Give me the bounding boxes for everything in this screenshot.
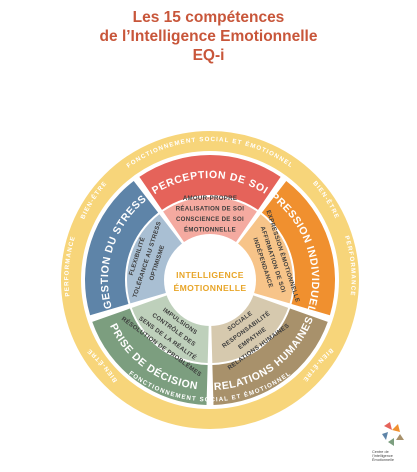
- sector-perception-inner: [163, 196, 257, 244]
- sector-decision-outer: [92, 308, 208, 405]
- sector-relations-outer: [212, 308, 328, 405]
- logo-line-1: Centre de: [372, 450, 389, 454]
- skill-label: CONSCIENCE DE SOI: [176, 216, 244, 223]
- outer-ring: [61, 131, 359, 429]
- sector-stress-inner: [126, 214, 184, 304]
- sector-expression-inner: [236, 214, 293, 304]
- title-line-1: Les 15 compétences: [132, 9, 285, 26]
- sector-relations-inner: [211, 294, 289, 363]
- sector-perception-outer: [139, 155, 281, 210]
- sector-stress-outer: [85, 180, 159, 316]
- center-label-line-2: ÉMOTIONNELLE: [173, 283, 246, 293]
- sector-decision-inner: [131, 294, 209, 363]
- title-line-3: EQ-i: [192, 47, 225, 64]
- skill-label: AMOUR-PROPRE: [183, 195, 237, 202]
- skills-perception: AMOUR-PROPRE RÉALISATION DE SOI CONSCIENCE…: [176, 195, 245, 234]
- center-circle: [164, 234, 256, 326]
- skill-label: ÉMOTIONNELLE: [184, 225, 236, 233]
- center-label-line-1: INTELLIGENCE: [176, 270, 244, 280]
- title-line-2: de l’Intelligence Emotionnelle: [99, 28, 318, 45]
- logo-line-3: Émotionnelle: [372, 458, 394, 463]
- composite-sectors: PERCEPTION DE SOIAMOUR-PROPRERÉALISATION…: [85, 155, 335, 405]
- centre-ie-logo-icon: [382, 422, 404, 446]
- skill-label: RÉALISATION DE SOI: [176, 204, 245, 212]
- page-title: Les 15 compétences de l’Intelligence Emo…: [0, 8, 417, 65]
- logo-line-2: l’Intelligence: [372, 454, 393, 459]
- sector-expression-outer: [261, 180, 335, 316]
- logo-text: Centre de l’Intelligence Émotionnelle: [372, 450, 416, 463]
